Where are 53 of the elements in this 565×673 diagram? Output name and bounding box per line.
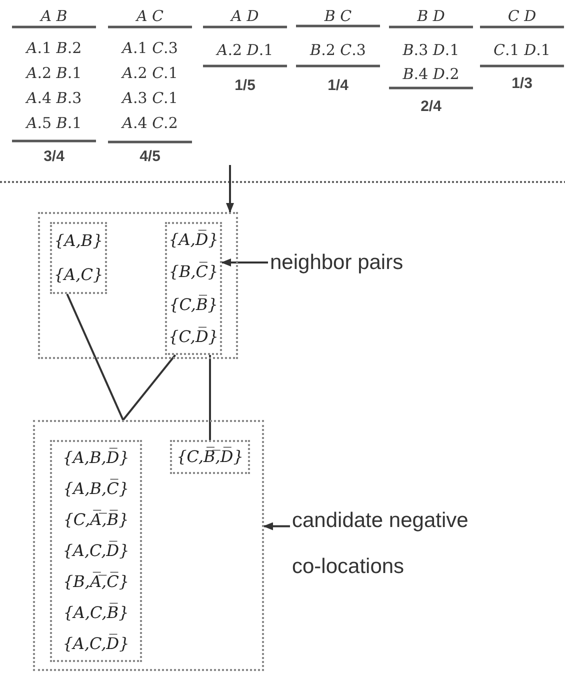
instance-pair: B.3 D.1 [402, 41, 460, 59]
table-header: B C [323, 7, 353, 25]
arrow [263, 522, 290, 530]
set-item: {A,C} [54, 265, 104, 285]
ratio-value: 2/4 [420, 98, 442, 116]
annotation-text: neighbor pairs [270, 251, 404, 274]
set-item: {A,B,D̅} [62, 448, 130, 468]
set-item: {A,B,C̅} [62, 478, 130, 499]
instance-pair: A.3 C.1 [120, 89, 179, 107]
ratio-value: 1/3 [510, 75, 534, 93]
instance-pair: A.4 B.3 [24, 89, 83, 107]
dotted-group-box [50, 222, 107, 294]
instance-pair: B.4 D.2 [402, 65, 460, 83]
instance-pair: A.2 D.1 [214, 41, 274, 59]
set-item: {B,A̅,̅C̅} [62, 572, 130, 592]
set-item: {C,B̅,̅D̅} [176, 447, 244, 467]
table-header: C D [506, 7, 538, 25]
set-item: {A,C,B̅} [63, 603, 129, 624]
set-item: {A,D̅} [168, 230, 218, 250]
set-item: {A,C,D̅} [62, 540, 130, 561]
ratio-value: 1/5 [234, 77, 256, 95]
table-header: A B [38, 7, 68, 25]
set-item: {A,C,D̅} [62, 634, 130, 654]
table-header: A D [229, 7, 260, 25]
instance-pair: C.1 D.1 [492, 41, 552, 59]
table-header: B D [416, 7, 446, 25]
instance-pair: A.2 B.1 [24, 64, 83, 82]
dotted-group-box [165, 222, 222, 355]
arrow [221, 258, 268, 266]
ratio-value: 1/4 [326, 77, 350, 95]
instance-pair: A.1 C.3 [120, 39, 179, 57]
instance-pair: A.2 C.1 [120, 64, 179, 82]
connector-line [209, 355, 211, 440]
ratio-value: 4/5 [138, 148, 162, 166]
set-item: {C,A̅,̅B̅} [63, 510, 129, 530]
arrow [226, 165, 234, 213]
set-item: {C,B̅} [169, 294, 218, 315]
instance-pair: B.2 C.3 [308, 41, 367, 59]
instance-pair: A.5 B.1 [24, 114, 83, 132]
connector-line [66, 294, 124, 420]
ratio-value: 3/4 [42, 148, 66, 166]
set-item: {C,D̅} [168, 326, 218, 347]
group-frame [38, 212, 238, 359]
instance-pair: A.1 B.2 [24, 39, 83, 57]
instance-pair: A.4 C.2 [120, 114, 179, 132]
dotted-group-box [50, 440, 142, 662]
table-header: A C [134, 7, 165, 25]
group-frame [33, 420, 264, 671]
connector-line [122, 354, 176, 421]
dotted-group-box [170, 440, 250, 474]
set-item: {A,B} [54, 231, 103, 251]
annotation-text: candidate negative co-locations [292, 509, 468, 578]
set-item: {B,C̅} [168, 262, 218, 282]
